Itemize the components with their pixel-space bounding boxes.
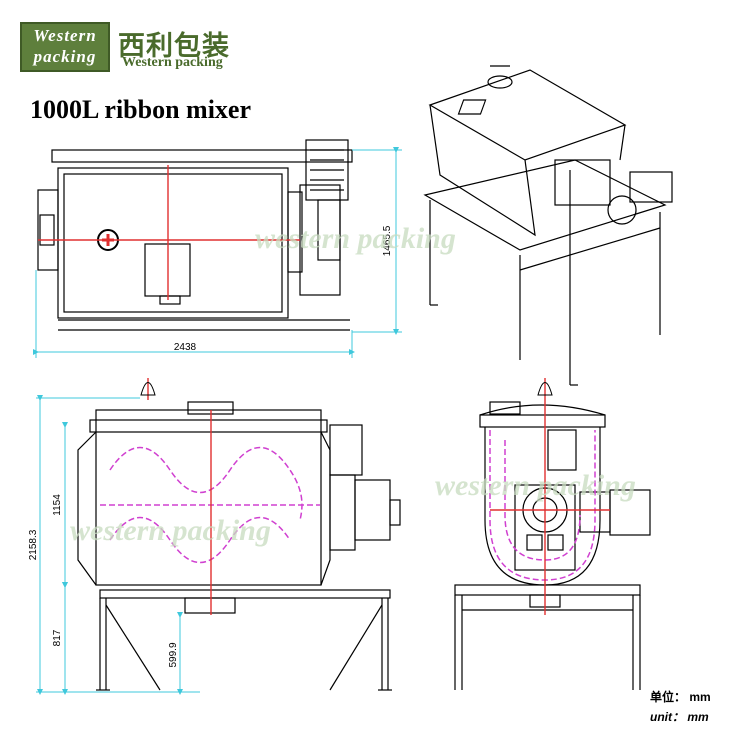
- brand-logo: Western packing: [20, 22, 110, 72]
- front-view-ribbons: [100, 446, 320, 564]
- dim-front-body-height: 1154: [52, 494, 63, 516]
- watermark-top: western packing: [255, 222, 456, 255]
- watermark-front: western packing: [70, 514, 271, 547]
- side-view-centerlines: [490, 378, 610, 615]
- dim-front-frame-height: 817: [52, 629, 63, 646]
- side-lifting-eye: [537, 382, 553, 396]
- dim-front-outlet-height: 599.9: [168, 642, 179, 667]
- front-view: [77, 401, 401, 691]
- top-view-dimensions: [33, 147, 402, 358]
- front-lifting-eye: [140, 382, 156, 396]
- front-view-centerlines: [147, 378, 212, 615]
- brand-name-en: Western packing: [122, 55, 223, 70]
- dim-top-height: 1465.5: [382, 225, 393, 256]
- front-view-dimensions: [36, 395, 200, 695]
- top-view: [37, 139, 353, 331]
- dim-front-total-height: 2158.3: [28, 529, 39, 560]
- top-view-centerlines: [38, 165, 300, 300]
- logo-line-1: Western: [33, 26, 97, 45]
- isometric-view: [423, 65, 673, 386]
- drawing-title: 1000L ribbon mixer: [30, 95, 252, 124]
- side-view: [454, 401, 651, 690]
- dim-top-width: 2438: [174, 342, 197, 353]
- brand-name-cn: 西利包装: [118, 31, 230, 62]
- unit-label-en: unit： mm: [650, 710, 709, 724]
- side-view-ribbons: [489, 430, 596, 581]
- unit-label-cn: 单位： mm: [650, 690, 711, 704]
- logo-line-2: packing: [33, 47, 97, 66]
- watermark-side: western packing: [435, 469, 636, 502]
